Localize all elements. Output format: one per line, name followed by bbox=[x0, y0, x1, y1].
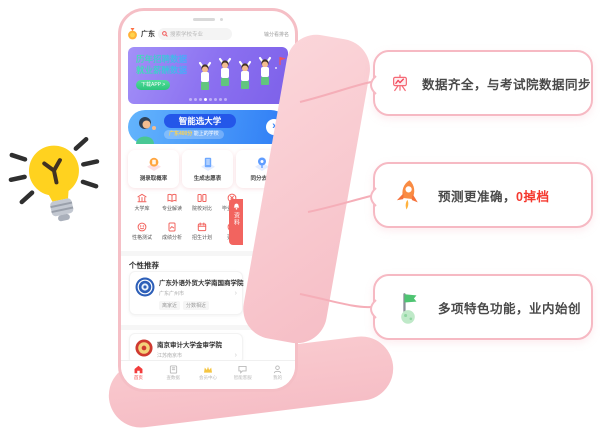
university-tags: 离家近 分数相近 bbox=[159, 301, 237, 310]
university-card[interactable]: 南京审计大学金审学院 江苏南京市 › bbox=[129, 333, 243, 364]
callout-tail bbox=[370, 299, 377, 319]
chat-icon bbox=[238, 365, 247, 374]
university-crest-red bbox=[135, 339, 153, 357]
university-name: 南京审计大学金审学院 bbox=[157, 342, 222, 349]
callout-tail bbox=[370, 187, 377, 207]
university-crest-blue bbox=[135, 277, 155, 297]
university-icon bbox=[137, 193, 147, 203]
smiley-icon bbox=[137, 222, 147, 232]
tab-service[interactable]: 智能客服 bbox=[225, 361, 260, 385]
side-ribbon-materials[interactable]: 资料 bbox=[229, 199, 243, 245]
location-pin-icon bbox=[254, 157, 269, 171]
students-illustration bbox=[198, 56, 286, 90]
promo-carousel-banner[interactable]: 历年招聘数据 就业薪酬数据 下载APP > bbox=[128, 47, 288, 104]
feature-card-probability[interactable]: 测录取概率 bbox=[128, 150, 179, 188]
download-app-button[interactable]: 下载APP > bbox=[136, 80, 171, 90]
university-card[interactable]: 广东外语外贸大学南国商学院 广东广州市 › 离家近 分数相近 bbox=[129, 271, 244, 315]
region-selector[interactable]: 广东 bbox=[141, 31, 155, 38]
carousel-dots bbox=[128, 98, 288, 101]
grid-item-personality-test[interactable]: 性格测试 bbox=[127, 220, 157, 249]
app-header: 广东 搜索学校专业 输分看排名 bbox=[121, 26, 295, 42]
header-right-link[interactable]: 输分看排名 bbox=[263, 31, 289, 38]
probability-icon bbox=[146, 157, 161, 171]
smart-pick-subtitle: 广东400分 能上的学校 bbox=[164, 130, 224, 139]
score-text: 广东400分 bbox=[169, 131, 193, 137]
tab-membership[interactable]: 会员中心 bbox=[191, 361, 226, 385]
crown-icon bbox=[203, 366, 212, 373]
tab-profile[interactable]: 我的 bbox=[260, 361, 295, 385]
advisor-illustration bbox=[136, 117, 156, 144]
ribbon-label: 资料 bbox=[232, 212, 239, 226]
callout-tail bbox=[370, 75, 377, 95]
search-placeholder: 搜索学校专业 bbox=[170, 32, 204, 38]
tab-data[interactable]: 查数据 bbox=[156, 361, 191, 385]
idea-lightbulb-icon bbox=[6, 118, 110, 242]
score-desc: 能上的学校 bbox=[193, 131, 219, 137]
report-icon bbox=[168, 222, 176, 232]
search-input[interactable]: 搜索学校专业 bbox=[158, 28, 232, 40]
feature-label: 同分去向 bbox=[250, 176, 273, 182]
feature-cards-row: 测录取概率 生成志愿表 同分去向 bbox=[128, 150, 288, 188]
callout-prediction: 预测更准确，0掉档 bbox=[370, 162, 593, 228]
chevron-right-icon: › bbox=[234, 352, 237, 359]
callout-data-sync: 数据齐全，与考试院数据同步 bbox=[370, 50, 593, 116]
recommend-section-title: 个性推荐 bbox=[129, 261, 159, 270]
feature-label: 测录取概率 bbox=[139, 176, 168, 182]
flag-decoration bbox=[275, 57, 286, 69]
feature-label: 生成志愿表 bbox=[193, 176, 222, 182]
tag: 离家近 bbox=[159, 301, 181, 310]
grid-item-university-library[interactable]: 大学库 bbox=[127, 191, 157, 220]
section-divider bbox=[121, 325, 295, 330]
calendar-icon bbox=[197, 222, 207, 232]
search-icon bbox=[162, 31, 168, 37]
carousel-line1: 历年招聘数据 bbox=[136, 54, 188, 64]
university-location: 江苏南京市 bbox=[157, 353, 183, 359]
bell-icon bbox=[233, 203, 239, 210]
callout-unique-features: 多项特色功能，业内始创 bbox=[370, 274, 593, 340]
carousel-headline: 历年招聘数据 就业薪酬数据 bbox=[136, 54, 187, 76]
smart-pick-title: 智能选大学 bbox=[164, 114, 236, 128]
feature-card-volunteer-list[interactable]: 生成志愿表 bbox=[182, 150, 233, 188]
smart-pick-banner[interactable]: 智能选大学 广东400分 能上的学校 › bbox=[128, 110, 288, 144]
section-divider bbox=[121, 251, 295, 256]
grid-item-score-analysis[interactable]: 成绩分析 bbox=[157, 220, 187, 249]
university-name: 广东外语外贸大学南国商学院 bbox=[159, 280, 244, 287]
flag-planet-icon bbox=[401, 293, 417, 324]
camera-dot bbox=[220, 18, 223, 21]
home-icon bbox=[134, 365, 143, 374]
chart-board-icon bbox=[393, 74, 407, 92]
chevron-right-icon: › bbox=[234, 290, 237, 297]
grid-item-major-guide[interactable]: 专业解读 bbox=[157, 191, 187, 220]
rocket-icon bbox=[396, 180, 418, 210]
person-icon bbox=[273, 365, 282, 374]
tab-home[interactable]: 首页 bbox=[121, 361, 156, 385]
callout-text: 数据齐全，与考试院数据同步 bbox=[421, 77, 591, 92]
grid-item-school-compare[interactable]: 院校对比 bbox=[187, 191, 217, 220]
callout-text: 预测更准确，0掉档 bbox=[438, 189, 550, 204]
medal-icon bbox=[128, 28, 137, 40]
compare-icon bbox=[197, 194, 207, 202]
callout-text: 多项特色功能，业内始创 bbox=[438, 301, 582, 316]
bottom-tab-bar: 首页 查数据 会员中心 智能客服 我的 bbox=[121, 360, 295, 385]
university-location: 广东广州市 bbox=[159, 291, 185, 297]
list-building-icon bbox=[200, 157, 215, 171]
speaker-slot bbox=[193, 18, 215, 21]
carousel-line2: 就业薪酬数据 bbox=[136, 65, 188, 75]
data-icon bbox=[169, 365, 177, 374]
book-icon bbox=[167, 193, 177, 203]
tag: 分数相近 bbox=[183, 301, 210, 310]
grid-item-enrollment-plan[interactable]: 招生计划 bbox=[187, 220, 217, 249]
